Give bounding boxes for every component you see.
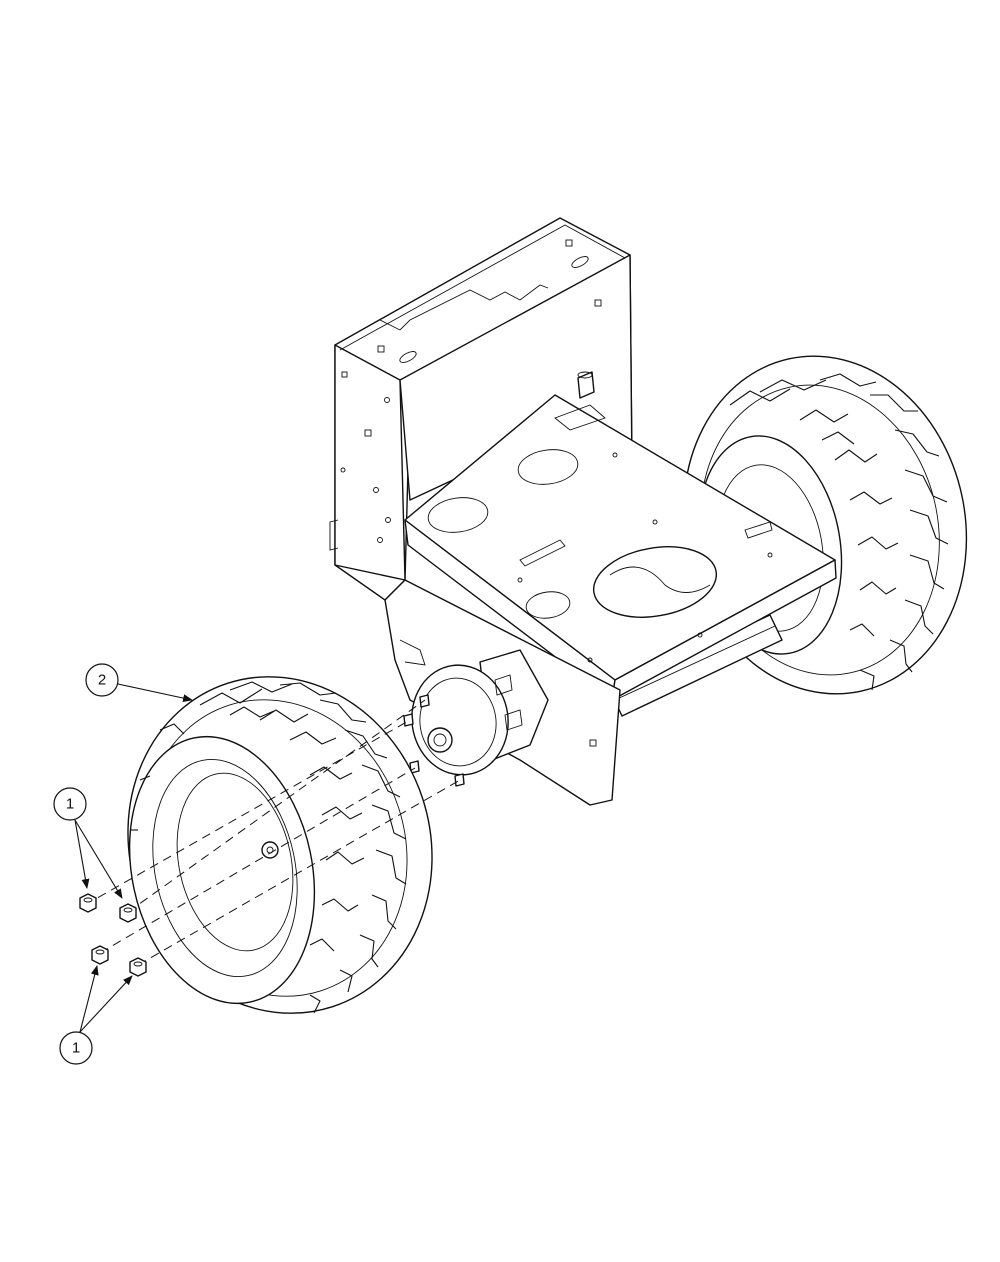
frame-base-plate xyxy=(404,394,837,765)
callout-item-1-top: 1 xyxy=(53,787,123,899)
hex-nut xyxy=(91,945,109,965)
callout-item-2: 2 xyxy=(85,663,193,702)
front-tire-tread xyxy=(130,681,407,1014)
rear-tire-tread xyxy=(729,373,949,691)
hex-nut-icon xyxy=(79,893,147,977)
callout-number: 2 xyxy=(98,672,106,689)
frame-back-panel xyxy=(329,217,633,601)
callout-number: 1 xyxy=(72,1040,80,1057)
hex-nut xyxy=(129,957,147,977)
wheel-hub xyxy=(403,649,549,787)
front-wheel xyxy=(127,676,433,1014)
callout-number: 1 xyxy=(66,796,74,813)
assembly-lines xyxy=(84,699,461,966)
callout-item-1-bottom: 1 xyxy=(59,965,133,1065)
hex-nut xyxy=(79,893,97,913)
hex-nut xyxy=(119,903,137,923)
